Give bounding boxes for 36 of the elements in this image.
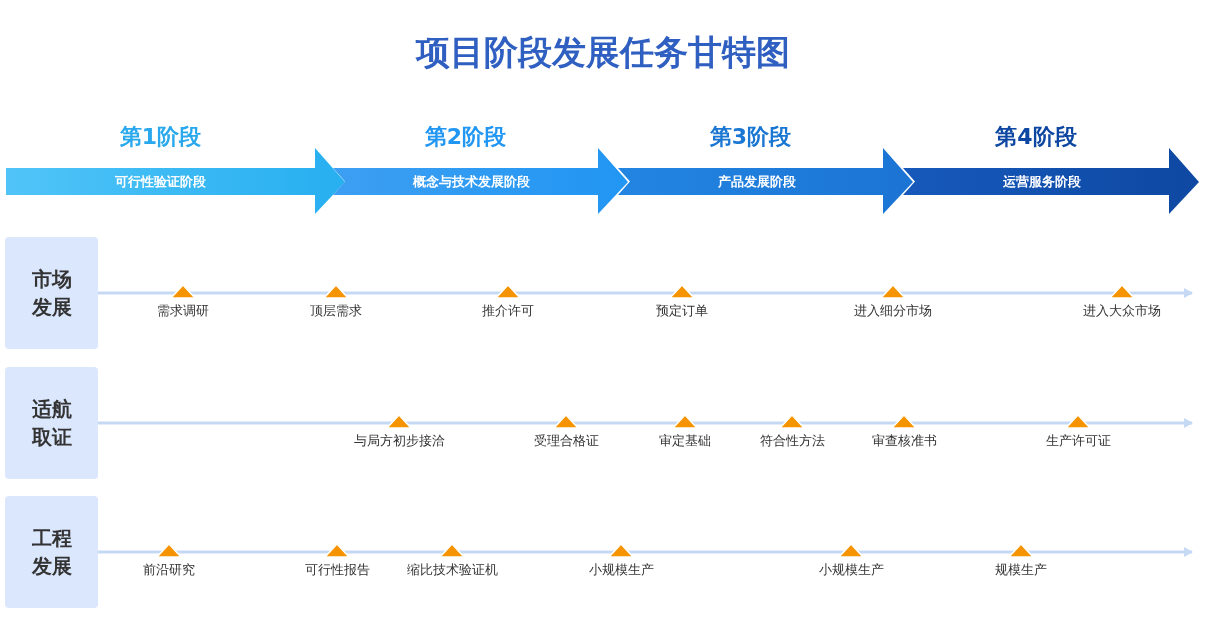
row-header-box bbox=[5, 496, 98, 608]
timeline-arrow bbox=[98, 288, 1193, 298]
phase-label: 可行性验证阶段 bbox=[114, 173, 207, 191]
milestone-label: 审查核准书 bbox=[871, 432, 937, 450]
row-header-box bbox=[5, 367, 98, 479]
milestone-label: 进入细分市场 bbox=[854, 302, 932, 320]
milestone-label: 顶层需求 bbox=[310, 302, 362, 320]
timeline-arrow bbox=[98, 418, 1193, 428]
milestone-label: 审定基础 bbox=[659, 432, 711, 450]
milestone-label: 与局方初步接洽 bbox=[353, 432, 445, 450]
milestone-label: 小规模生产 bbox=[588, 561, 654, 579]
milestone-label: 符合性方法 bbox=[759, 432, 825, 450]
milestone-label: 受理合格证 bbox=[533, 432, 599, 450]
milestone-label: 小规模生产 bbox=[818, 561, 884, 579]
phase-label: 运营服务阶段 bbox=[1002, 173, 1082, 191]
milestone-label: 进入大众市场 bbox=[1083, 302, 1161, 320]
milestone-label: 需求调研 bbox=[157, 302, 209, 320]
phase-label: 概念与技术发展阶段 bbox=[411, 173, 531, 191]
phase-heading: 第1阶段 bbox=[118, 123, 203, 151]
title: 项目阶段发展任务甘特图 bbox=[414, 31, 791, 74]
milestone-label: 前沿研究 bbox=[143, 561, 195, 579]
row-header-label: 适航取证 bbox=[30, 396, 73, 451]
milestone-label: 推介许可 bbox=[482, 302, 534, 320]
milestone-label: 规模生产 bbox=[995, 561, 1047, 579]
milestone-label: 生产许可证 bbox=[1045, 432, 1111, 450]
milestone-label: 预定订单 bbox=[656, 302, 708, 320]
milestone-label: 可行性报告 bbox=[304, 561, 370, 579]
row-header-box bbox=[5, 237, 98, 349]
row-header-label: 市场发展 bbox=[30, 266, 73, 321]
phase-heading: 第2阶段 bbox=[423, 123, 508, 151]
row-header-label: 工程发展 bbox=[30, 525, 73, 580]
phase-label: 产品发展阶段 bbox=[716, 173, 797, 191]
timeline-arrow bbox=[98, 547, 1193, 557]
phase-heading: 第3阶段 bbox=[708, 123, 793, 151]
milestone-label: 缩比技术验证机 bbox=[406, 561, 498, 579]
phase-heading: 第4阶段 bbox=[994, 123, 1078, 151]
